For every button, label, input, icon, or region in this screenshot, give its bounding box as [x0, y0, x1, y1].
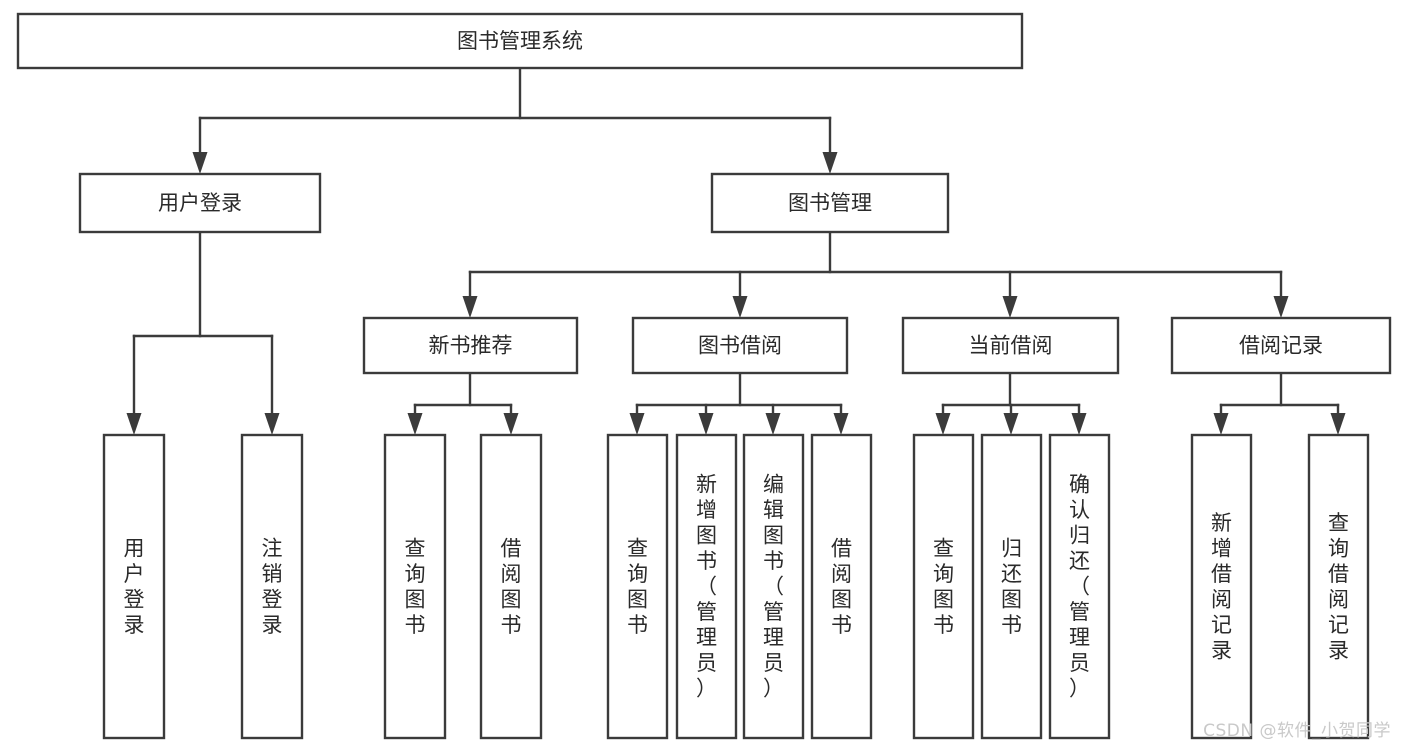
watermark-text: CSDN @软件_小贺同学 [1203, 721, 1391, 741]
node-leaf-query-book-3[interactable]: 查询图书 [912, 433, 975, 740]
node-label: 图书借阅 [698, 334, 782, 358]
node-label: 编辑图书（管理员） [763, 473, 784, 701]
node-leaf-query-book-2[interactable]: 查询图书 [606, 433, 669, 740]
connector-borrow-record [1213, 371, 1346, 435]
node-leaf-borrow-book-2[interactable]: 借阅图书 [810, 433, 873, 740]
node-label: 新增图书（管理员） [696, 473, 717, 701]
node-label: 用户登录 [124, 536, 145, 637]
node-leaf-add-record[interactable]: 新增借阅记录 [1190, 433, 1253, 740]
node-leaf-edit-book[interactable]: 编辑图书（管理员） [742, 433, 805, 740]
connector-new-book-rec [407, 371, 519, 435]
node-user-login[interactable]: 用户登录 [78, 172, 322, 234]
node-label: 图书管理 [788, 191, 872, 215]
node-label: 注销登录 [262, 536, 283, 637]
node-leaf-add-book[interactable]: 新增图书（管理员） [675, 433, 738, 740]
node-label: 图书管理系统 [457, 29, 583, 53]
nodes-layer: 图书管理系统用户登录图书管理新书推荐图书借阅当前借阅借阅记录用户登录注销登录查询… [16, 12, 1392, 740]
node-borrow-record[interactable]: 借阅记录 [1170, 316, 1392, 375]
node-book-borrow[interactable]: 图书借阅 [631, 316, 849, 375]
node-label: 查询图书 [933, 536, 954, 637]
node-current-borrow[interactable]: 当前借阅 [901, 316, 1120, 375]
node-label: 归还图书 [1001, 536, 1022, 637]
node-leaf-return-book[interactable]: 归还图书 [980, 433, 1043, 740]
connector-user-login [126, 230, 280, 435]
node-label: 当前借阅 [969, 334, 1053, 358]
connector-book-mgmt [462, 230, 1289, 318]
node-leaf-confirm-return[interactable]: 确认归还（管理员） [1048, 433, 1111, 740]
node-label: 新增借阅记录 [1211, 511, 1232, 663]
node-new-book-rec[interactable]: 新书推荐 [362, 316, 579, 375]
node-leaf-user-login[interactable]: 用户登录 [102, 433, 166, 740]
node-leaf-query-record[interactable]: 查询借阅记录 [1307, 433, 1370, 740]
connector-current-borrow [935, 371, 1087, 435]
node-label: 查询图书 [627, 536, 648, 637]
node-label: 查询借阅记录 [1328, 511, 1349, 663]
node-label: 借阅图书 [831, 536, 852, 637]
node-label: 查询图书 [405, 536, 426, 637]
node-label: 用户登录 [158, 191, 242, 215]
connector-root [192, 66, 838, 174]
node-book-mgmt[interactable]: 图书管理 [710, 172, 950, 234]
node-label: 借阅记录 [1239, 334, 1323, 358]
node-root-system[interactable]: 图书管理系统 [16, 12, 1024, 70]
node-leaf-query-book-1[interactable]: 查询图书 [383, 433, 447, 740]
node-label: 新书推荐 [429, 334, 513, 358]
node-leaf-user-logout[interactable]: 注销登录 [240, 433, 304, 740]
edges-layer [126, 66, 1346, 435]
node-label: 借阅图书 [501, 536, 522, 637]
node-leaf-borrow-book-1[interactable]: 借阅图书 [479, 433, 543, 740]
node-label: 确认归还（管理员） [1069, 473, 1090, 701]
connector-book-borrow [629, 371, 849, 435]
